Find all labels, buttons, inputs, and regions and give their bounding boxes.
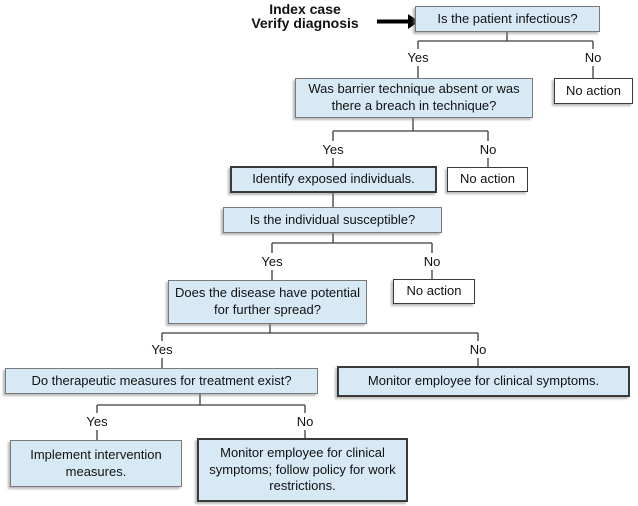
action-monitor-employee: Monitor employee for clinical symptoms.	[337, 366, 630, 397]
index-case-note: Index case Verify diagnosis	[235, 2, 375, 30]
action-monitor-work-restrictions: Monitor employee for clinical symptoms; …	[197, 438, 408, 502]
decision-barrier-technique: Was barrier technique absent or was ther…	[295, 78, 533, 118]
decision-therapeutic-measures: Do therapeutic measures for treatment ex…	[5, 368, 318, 394]
branch-label-no-2: No	[479, 142, 497, 157]
arrow-icon	[377, 14, 419, 29]
branch-label-no-4: No	[469, 342, 487, 357]
action-identify-exposed: Identify exposed individuals.	[230, 166, 437, 193]
branch-label-yes-5: Yes	[86, 414, 108, 429]
branch-label-yes-3: Yes	[261, 254, 283, 269]
branch-label-no-5: No	[296, 414, 314, 429]
outcome-no-action-3: No action	[393, 279, 475, 304]
branch-label-no-3: No	[423, 254, 441, 269]
branch-label-yes-4: Yes	[151, 342, 173, 357]
outcome-no-action-1: No action	[554, 78, 633, 104]
decision-further-spread: Does the disease have potential for furt…	[168, 280, 367, 324]
action-implement-intervention: Implement intervention measures.	[10, 440, 182, 487]
decision-individual-susceptible: Is the individual susceptible?	[223, 207, 442, 233]
decision-patient-infectious: Is the patient infectious?	[415, 6, 600, 32]
index-case-line: Index case	[269, 1, 341, 17]
branch-label-yes-2: Yes	[322, 142, 344, 157]
branch-label-no-1: No	[584, 50, 602, 65]
verify-diagnosis-line: Verify diagnosis	[251, 15, 359, 31]
branch-label-yes-1: Yes	[407, 50, 429, 65]
outcome-no-action-2: No action	[447, 167, 528, 192]
